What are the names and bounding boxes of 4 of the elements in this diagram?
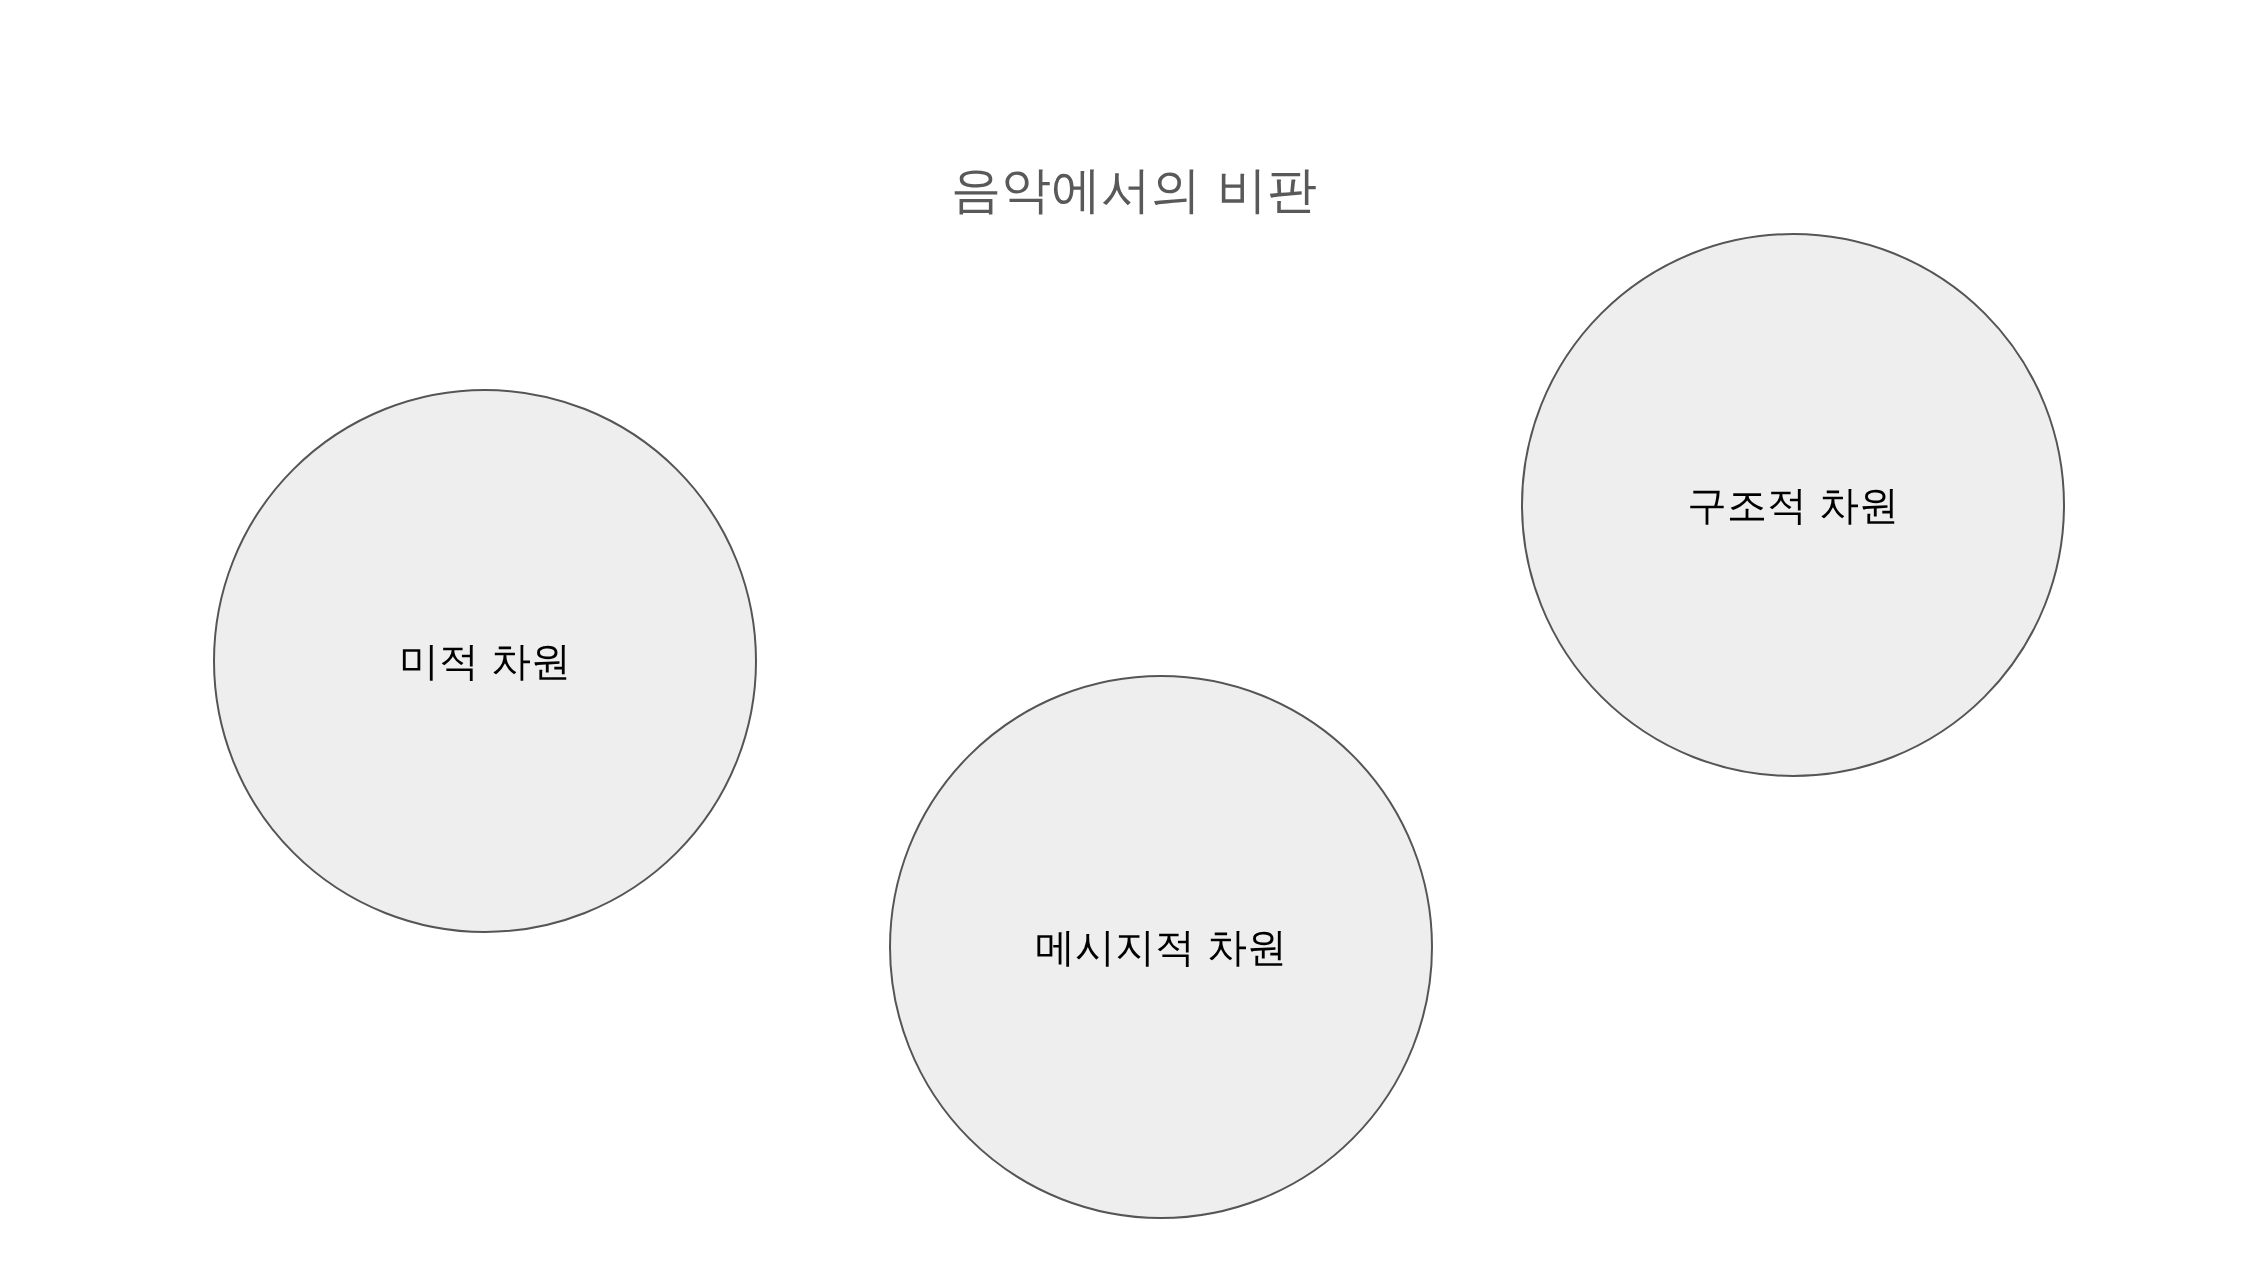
diagram-title: 음악에서의 비판	[951, 161, 1317, 219]
node-label: 구조적 차원	[1686, 481, 1900, 529]
node-label: 메시지적 차원	[1034, 923, 1288, 971]
node-label: 미적 차원	[398, 637, 572, 685]
